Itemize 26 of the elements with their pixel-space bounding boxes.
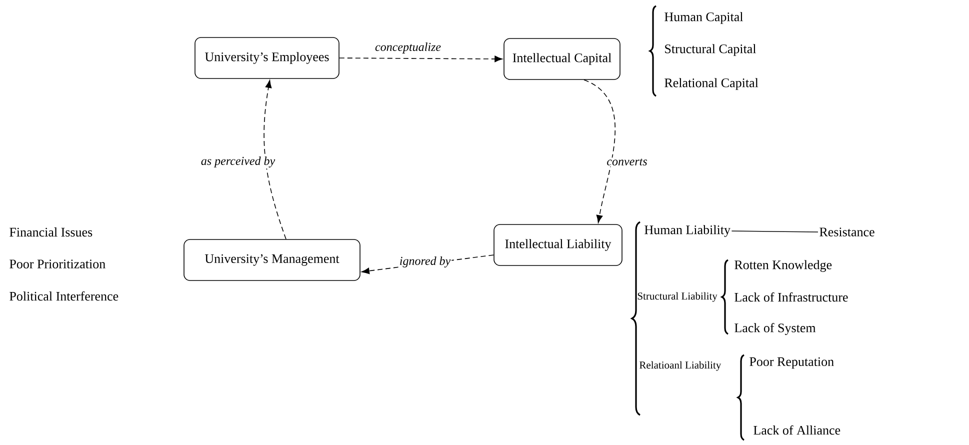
list-text: Poor Reputation	[750, 357, 834, 369]
list-text: Structural Liability	[638, 292, 718, 302]
list-text: Structural Capital	[665, 44, 756, 56]
process-box: Intellectual Liability	[494, 224, 622, 266]
edge-label: ignored by	[398, 256, 452, 268]
edge-label: conceptualize	[374, 42, 442, 54]
list-text: Human Capital	[664, 12, 744, 24]
list-text: Political Interference	[10, 291, 118, 301]
edge-label: as perceived by	[200, 156, 276, 168]
edge-label: converts	[606, 158, 648, 166]
list-text: Financial Issues	[10, 227, 92, 237]
process-box: Intellectual Capital	[504, 38, 620, 80]
arrow	[264, 80, 286, 240]
list-text: Lack of Infrastructure	[734, 292, 848, 302]
process-box: University’s Management	[184, 239, 360, 281]
arrow	[584, 80, 616, 223]
list-text: Lack of System	[734, 323, 816, 335]
arrow	[339, 56, 502, 62]
list-text: Lack of Alliance	[754, 425, 840, 435]
list-text: Relational Capital	[664, 78, 758, 90]
process-box: University’s Employees	[194, 37, 340, 79]
list-text: Human Liability	[644, 225, 730, 237]
list-text: Rotten Knowledge	[734, 260, 832, 272]
list-text: Poor Prioritization	[10, 260, 106, 268]
list-text: Resistance	[820, 228, 874, 236]
list-text: Relatioanl Liability	[640, 361, 722, 371]
